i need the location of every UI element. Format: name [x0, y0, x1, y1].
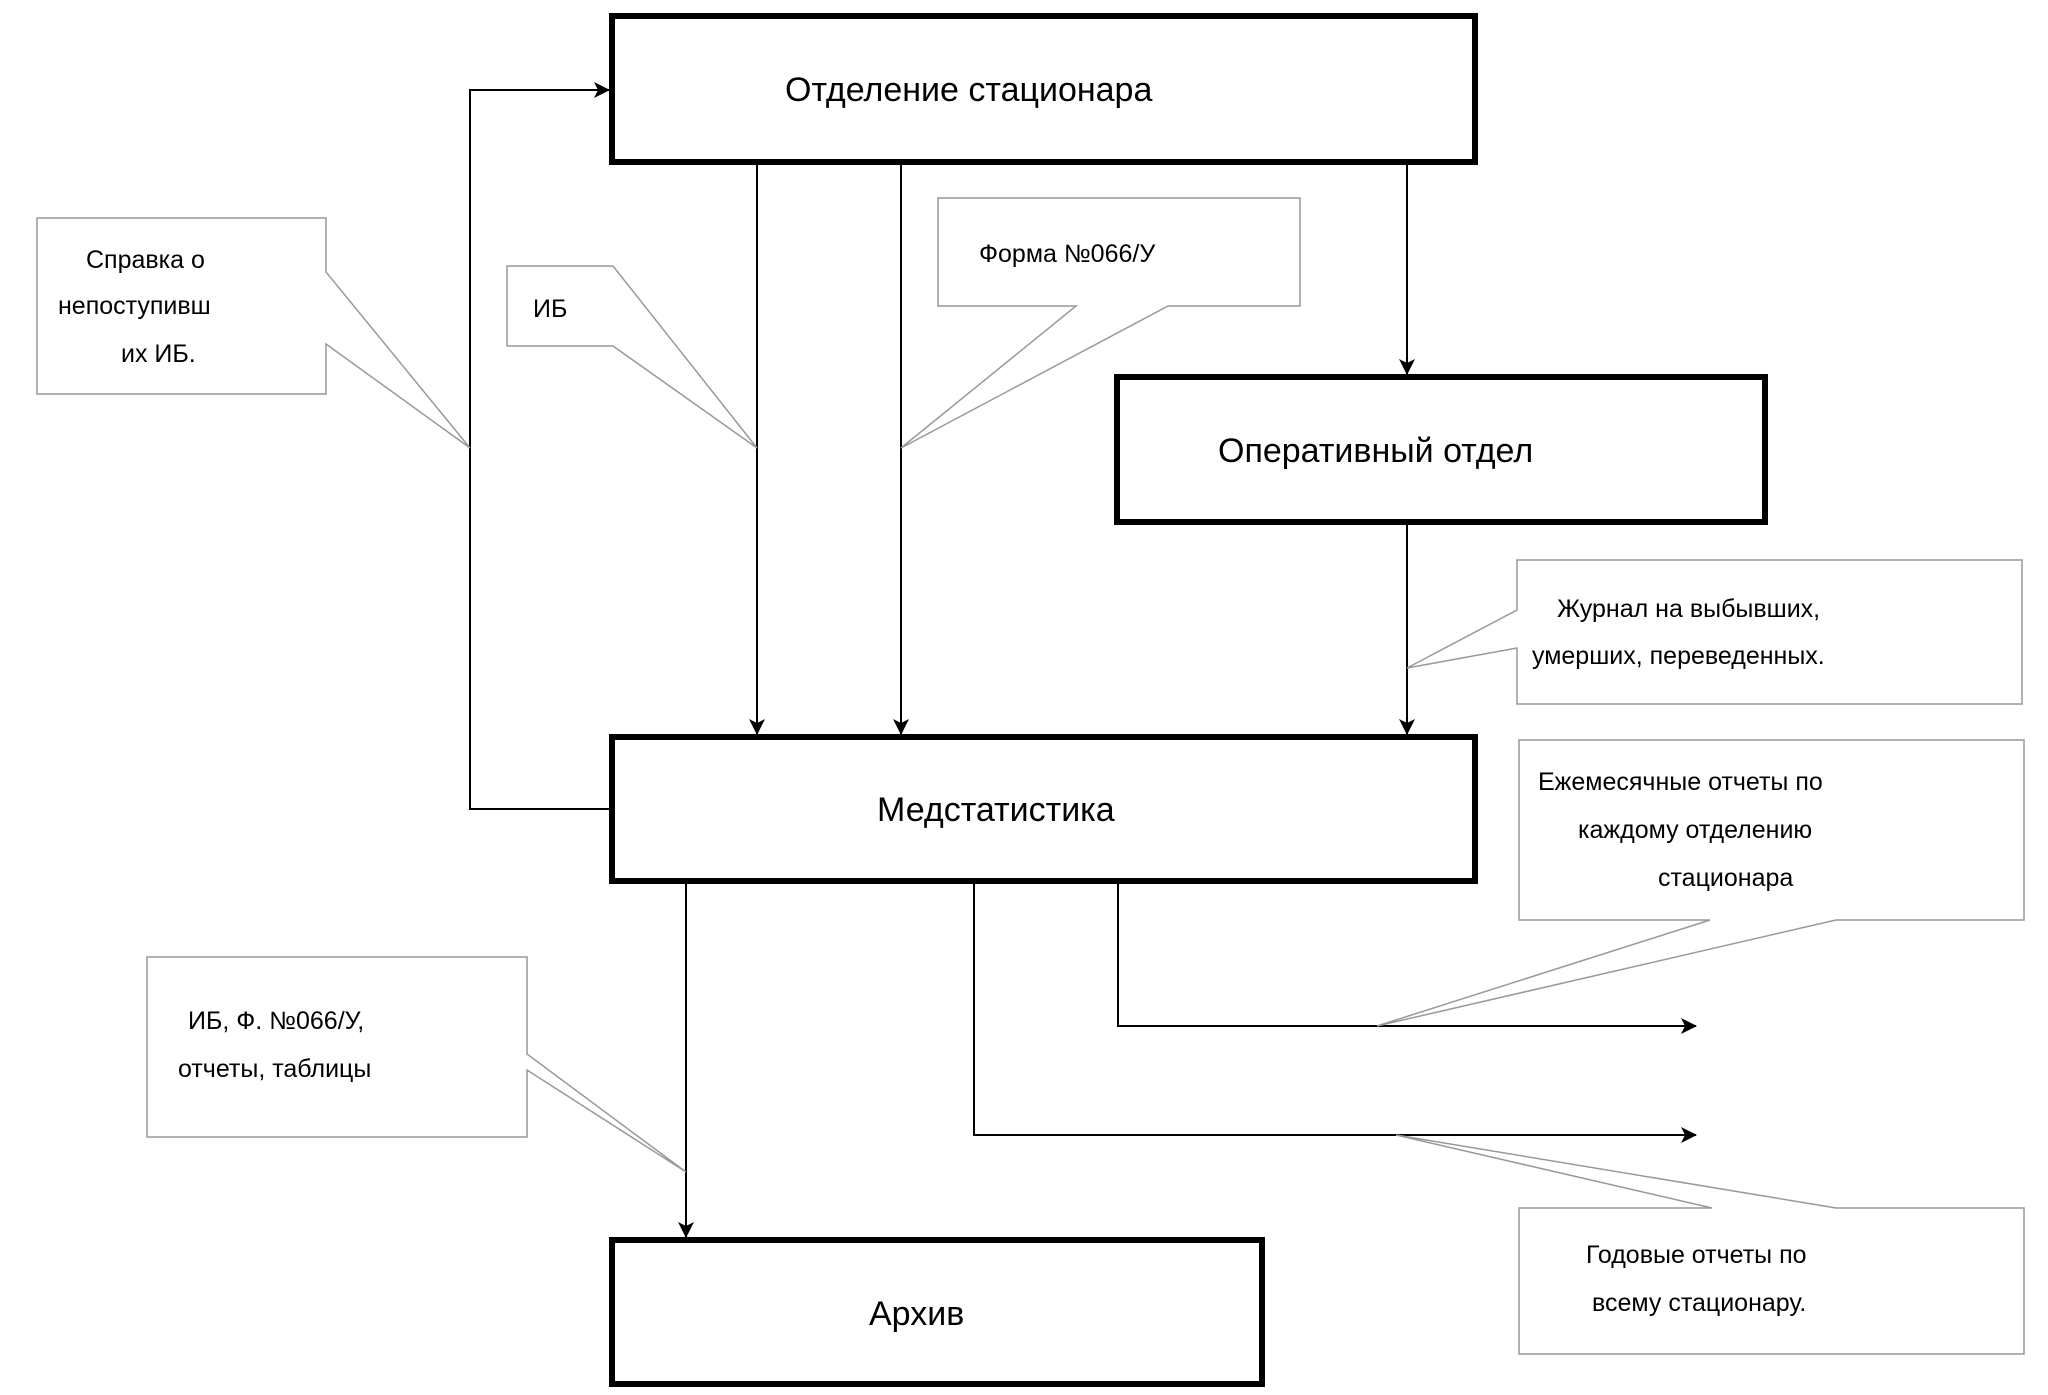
journal-line-2: умерших, переведенных. [1532, 642, 1825, 670]
callout-archive-docs [146, 956, 687, 1173]
monthly-line-3: стационара [1658, 864, 1793, 892]
box-archive-label: Архив [869, 1295, 964, 1333]
callout-texts: Справка о непоступивш их ИБ. ИБ Форма №0… [58, 240, 1825, 1317]
annual-line-1: Годовые отчеты по [1586, 1241, 1807, 1269]
box-operative-label: Оперативный отдел [1218, 432, 1533, 470]
callout-ib [506, 265, 758, 449]
connectors [469, 82, 1697, 1238]
callouts [36, 197, 2025, 1355]
arrow-annual-reports [973, 881, 1697, 1143]
spravka-line-3: их ИБ. [121, 340, 196, 368]
archive-docs-line-2: отчеты, таблицы [178, 1055, 371, 1083]
ib-label: ИБ [533, 295, 567, 323]
arrow-monthly-reports [1117, 881, 1697, 1034]
box-medstat-label: Медстатистика [877, 791, 1115, 829]
box-department: Отделение стационара [609, 13, 1478, 165]
callout-annual [1395, 1134, 2025, 1355]
spravka-line-2: непоступивш [58, 292, 211, 320]
spravka-line-1: Справка о [86, 246, 205, 274]
box-medstat: Медстатистика [609, 734, 1478, 884]
archive-docs-line-1: ИБ, Ф. №066/У, [188, 1007, 364, 1035]
arrow-medstat-to-department [469, 82, 612, 810]
box-archive: Архив [609, 1237, 1265, 1387]
annual-line-2: всему стационару. [1592, 1289, 1806, 1317]
callout-form066 [900, 197, 1301, 449]
callout-spravka [36, 217, 471, 449]
callout-monthly [1376, 739, 2025, 1027]
callout-journal [1406, 559, 2023, 705]
monthly-line-1: Ежемесячные отчеты по [1538, 768, 1823, 796]
form066-label: Форма №066/У [979, 240, 1155, 268]
monthly-line-2: каждому отделению [1578, 816, 1812, 844]
journal-line-1: Журнал на выбывших, [1557, 595, 1820, 623]
box-operative: Оперативный отдел [1114, 374, 1768, 525]
box-department-label: Отделение стационара [785, 71, 1152, 109]
